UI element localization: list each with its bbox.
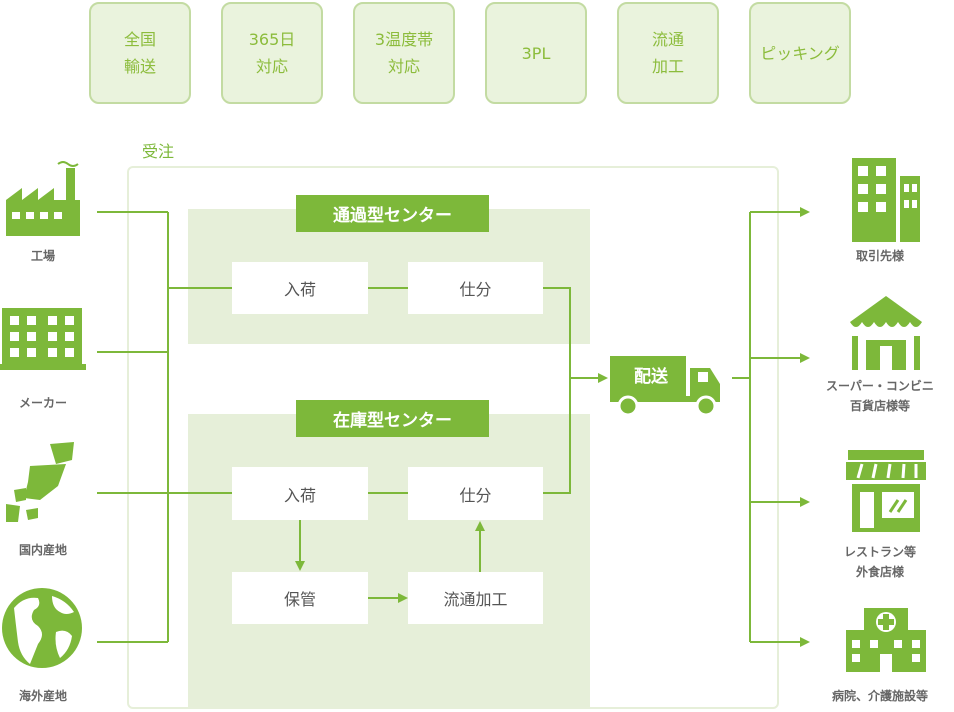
through-receiving-box: 入荷 [232, 262, 368, 314]
badge-365: 365日 対応 [221, 2, 323, 104]
source-label-maker: メーカー [18, 396, 67, 410]
through-sorting-box: 仕分 [408, 262, 543, 314]
badge-picking: ピッキング [749, 2, 851, 104]
inventory-storage-box: 保管 [232, 572, 368, 624]
restaurant-icon [846, 450, 926, 532]
hospital-icon [846, 608, 926, 672]
source-label-domestic: 国内産地 [18, 543, 67, 557]
badge-processing: 流通 加工 [617, 2, 719, 104]
inventory-center-zone [188, 414, 590, 709]
through-center-title: 通過型センター [296, 195, 489, 232]
dest-label-clients: 取引先様 [855, 249, 904, 263]
source-label-overseas: 海外産地 [18, 689, 67, 703]
badge-nationwide: 全国 輸送 [89, 2, 191, 104]
inventory-receiving-box: 入荷 [232, 467, 368, 520]
source-label-factory: 工場 [30, 249, 55, 263]
globe-icon [2, 588, 82, 668]
department-store-icon [850, 296, 922, 370]
dest-label-restaurant: レストラン等 外食店様 [843, 545, 916, 579]
order-label: 受注 [142, 142, 175, 161]
dest-label-supermarket: スーパー・コンビニ 百貨店様等 [826, 379, 934, 413]
maker-building-icon [0, 308, 86, 370]
badge-3pl: 3PL [485, 2, 587, 104]
inventory-processing-box: 流通加工 [408, 572, 543, 624]
inventory-center-title: 在庫型センター [296, 400, 489, 437]
inventory-sorting-box: 仕分 [408, 467, 543, 520]
dest-label-hospital: 病院、介護施設等 [831, 689, 928, 703]
truck-icon [610, 356, 720, 416]
office-building-icon [852, 158, 920, 242]
japan-map-icon [6, 442, 74, 522]
badge-3temp: 3温度帯 対応 [353, 2, 455, 104]
line-sort-to-merge [543, 287, 571, 494]
delivery-label: 配送 [634, 367, 668, 387]
factory-icon [6, 161, 80, 236]
